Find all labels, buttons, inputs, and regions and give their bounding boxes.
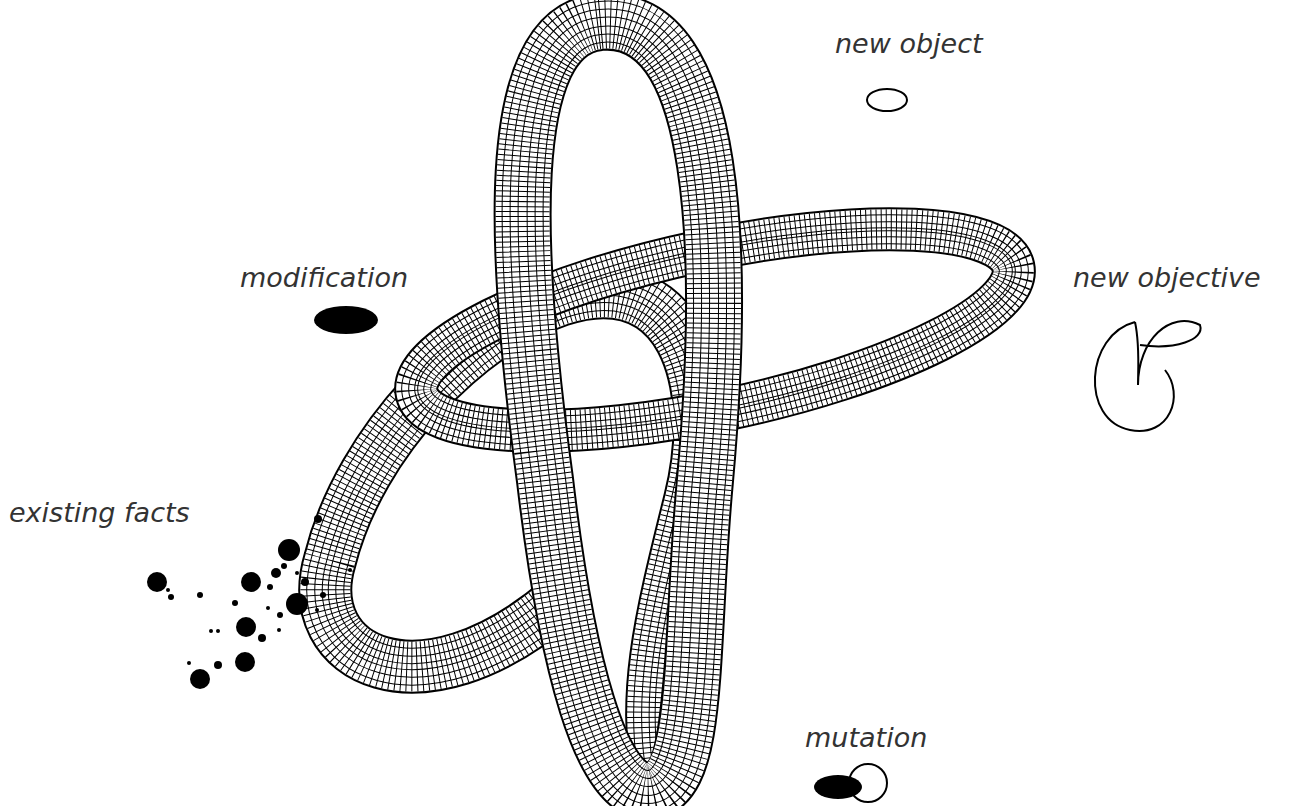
filled-ellipse-symbol	[314, 306, 378, 334]
outline-circle-symbol	[849, 764, 887, 802]
dot-cluster-symbol	[147, 515, 352, 689]
outline-ellipse-symbol	[867, 89, 907, 111]
loop-curve-symbol	[1095, 321, 1201, 431]
symbol-label: modification	[237, 262, 411, 294]
symbol-label: mutation	[802, 722, 930, 754]
tube-vertical-loop	[523, 22, 714, 791]
symbol-label: new object	[832, 28, 986, 60]
symbol-label: existing facts	[6, 497, 193, 529]
symbol-label: new objective	[1070, 262, 1264, 294]
